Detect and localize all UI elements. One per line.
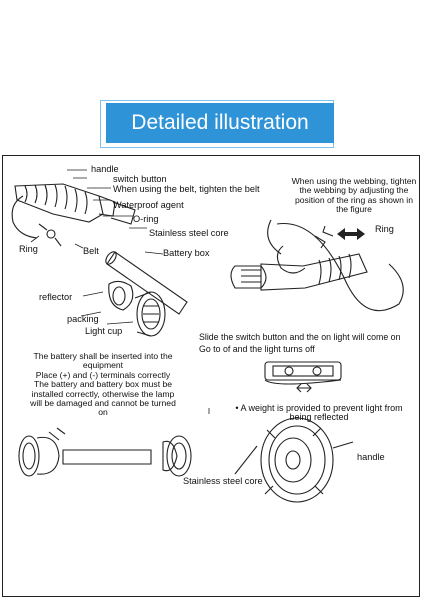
reflector-front-drawing bbox=[234, 417, 354, 503]
switch-note-line-1: Slide the switch button and the on light… bbox=[199, 332, 401, 342]
label-handle-top: handle bbox=[91, 164, 119, 174]
weight-note: • A weight is provided to prevent light … bbox=[221, 403, 417, 423]
battery-loading-drawing bbox=[18, 427, 192, 477]
battery-tube-drawing bbox=[105, 251, 188, 315]
battery-note-line: equipment bbox=[82, 360, 124, 371]
label-reflector: reflector bbox=[39, 292, 73, 302]
illustration-drawings bbox=[11, 169, 404, 503]
webbing-note: When using the webbing, tighten the webb… bbox=[289, 176, 419, 215]
label-ring-right: Ring bbox=[375, 224, 394, 234]
label-belt: Belt bbox=[83, 246, 99, 256]
label-handle-bottom: handle bbox=[357, 452, 385, 462]
weight-note-text: A weight is provided to prevent light fr… bbox=[240, 403, 403, 413]
webbing-note-line: position of the ring as shown in bbox=[295, 194, 413, 205]
webbing-note-line: the figure bbox=[336, 204, 372, 215]
battery-note-line: on bbox=[98, 407, 108, 418]
label-waterproof-agent: Waterproof agent bbox=[113, 200, 184, 210]
webbing-note-line: the webbing by adjusting the bbox=[299, 185, 409, 196]
label-ring-left: Ring bbox=[19, 244, 38, 254]
illustration-panel: handle switch button When using the belt… bbox=[2, 155, 420, 597]
handle-drawing bbox=[11, 183, 136, 247]
battery-note-line: will be damaged and cannot be turned bbox=[30, 398, 176, 409]
battery-note: The battery shall be inserted into the e… bbox=[11, 351, 195, 418]
switch-slider-drawing bbox=[264, 361, 342, 393]
label-switch-button: switch button bbox=[113, 174, 167, 184]
label-stainless-core-bottom: Stainless steel core bbox=[183, 476, 263, 486]
battery-note-line: installed correctly, otherwise the lamp bbox=[31, 388, 175, 399]
hand-webbing-drawing bbox=[230, 219, 404, 312]
label-o-ring: O-ring bbox=[133, 214, 159, 224]
battery-note-line: Place (+) and (-) terminals correctly bbox=[35, 369, 171, 380]
light-cup-drawing bbox=[108, 280, 166, 337]
webbing-note-line: When using the webbing, tighten bbox=[291, 176, 417, 186]
weight-note-line: • A weight is provided to prevent light … bbox=[221, 403, 417, 413]
switch-note-line-2: Go to of and the light turns off bbox=[199, 344, 315, 354]
bullet-icon: • bbox=[235, 403, 239, 413]
label-belt-note: When using the belt, tighten the belt bbox=[113, 184, 260, 194]
label-stainless-core-top: Stainless steel core bbox=[149, 228, 229, 238]
label-battery-box: Battery box bbox=[163, 248, 210, 258]
weight-note-line: being reflected bbox=[289, 412, 349, 423]
banner-title: Detailed illustration bbox=[106, 103, 334, 143]
battery-note-line: The battery shall be inserted into the bbox=[33, 351, 173, 361]
label-light-cup: Light cup bbox=[85, 326, 123, 336]
battery-note-line: The battery and battery box must be bbox=[33, 379, 173, 390]
label-packing: packing bbox=[67, 314, 99, 324]
